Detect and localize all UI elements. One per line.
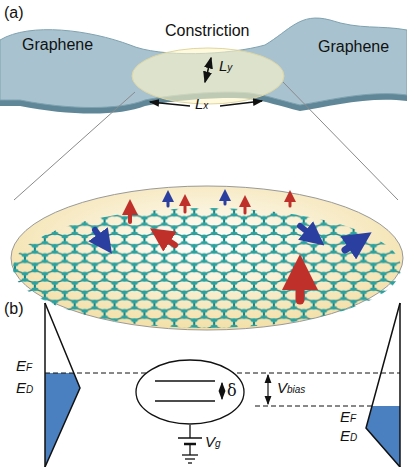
energy-label: EF (340, 409, 356, 426)
energy-label: ED (340, 428, 357, 445)
quantum-dot: δ (135, 359, 245, 425)
dimension-label: Lx (195, 96, 208, 113)
energy-label: EF (16, 358, 32, 375)
dimension-label: Ly (219, 58, 232, 75)
region-label: Graphene (22, 36, 93, 54)
panel-label: (b) (4, 300, 24, 318)
energy-label: ED (16, 380, 33, 397)
panel-label: (a) (4, 4, 24, 22)
region-label: Constriction (165, 22, 249, 40)
region-label: Graphene (318, 38, 389, 56)
voltage-label: Vbias (277, 380, 305, 397)
gap-label: δ (227, 382, 237, 400)
voltage-label: Vg (205, 434, 221, 451)
